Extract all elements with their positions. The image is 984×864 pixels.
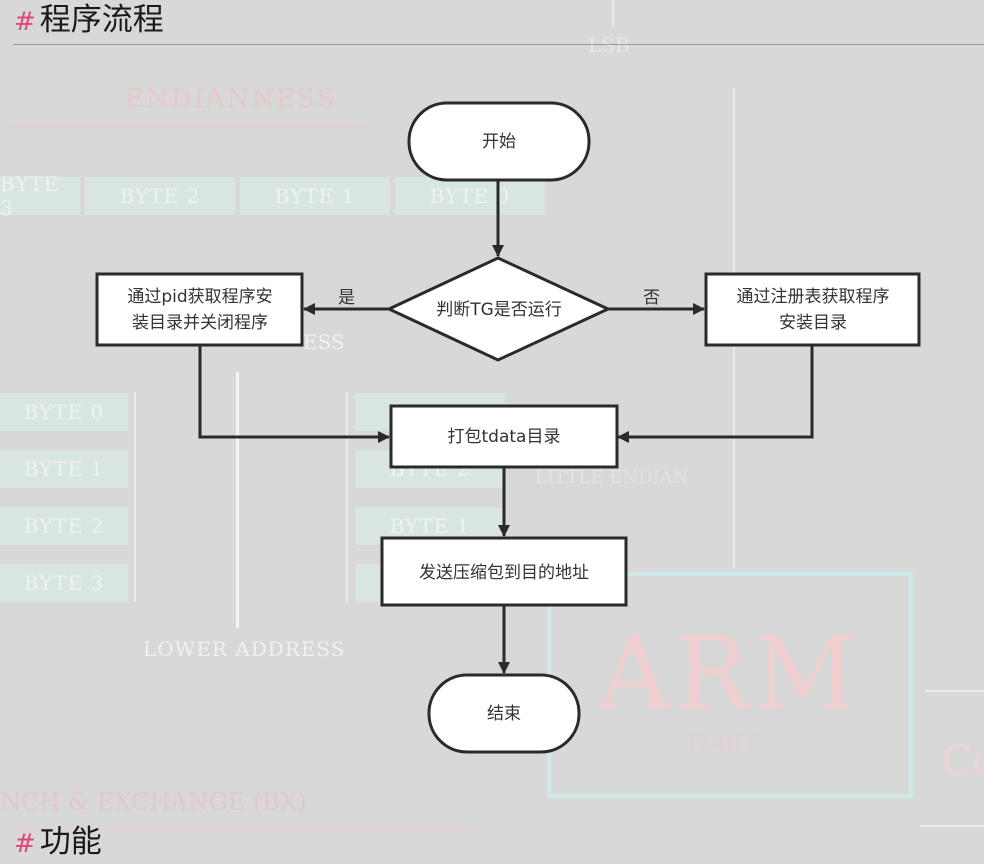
node-yes-branch-label: 通过pid获取程序安 装目录并关闭程序	[127, 284, 272, 336]
label-line: 通过pid获取程序安	[127, 287, 273, 307]
label-line: 装目录并关闭程序	[132, 313, 268, 333]
heading-hash: #	[14, 7, 36, 37]
next-section-heading: #功能	[14, 822, 102, 864]
node-start-label: 开始	[482, 132, 516, 152]
heading-hash: #	[14, 829, 36, 859]
node-end	[427, 673, 581, 754]
node-decision-label: 判断TG是否运行	[436, 300, 562, 320]
node-pack	[389, 404, 619, 469]
edge-label-yes: 是	[338, 288, 355, 308]
heading-text: 功能	[39, 824, 102, 860]
node-no-branch	[704, 272, 921, 347]
edge-label-no: 否	[643, 288, 660, 308]
node-start	[407, 101, 591, 182]
node-no-branch-label: 通过注册表获取程序 安装目录	[737, 284, 890, 336]
heading-text: 程序流程	[39, 2, 164, 38]
node-pack-label: 打包tdata目录	[447, 427, 561, 447]
heading-rule	[13, 44, 984, 45]
edge-no-pack	[617, 346, 814, 443]
node-send-label: 发送压缩包到目的地址	[419, 563, 589, 583]
node-decision	[385, 256, 612, 362]
node-yes-branch	[95, 272, 304, 347]
edge-yes-pack	[198, 346, 390, 443]
label-line: 通过注册表获取程序	[736, 287, 890, 307]
node-end-label: 结束	[487, 704, 521, 724]
node-send	[380, 536, 628, 607]
label-line: 安装目录	[779, 313, 847, 333]
section-heading: #程序流程	[14, 0, 164, 42]
